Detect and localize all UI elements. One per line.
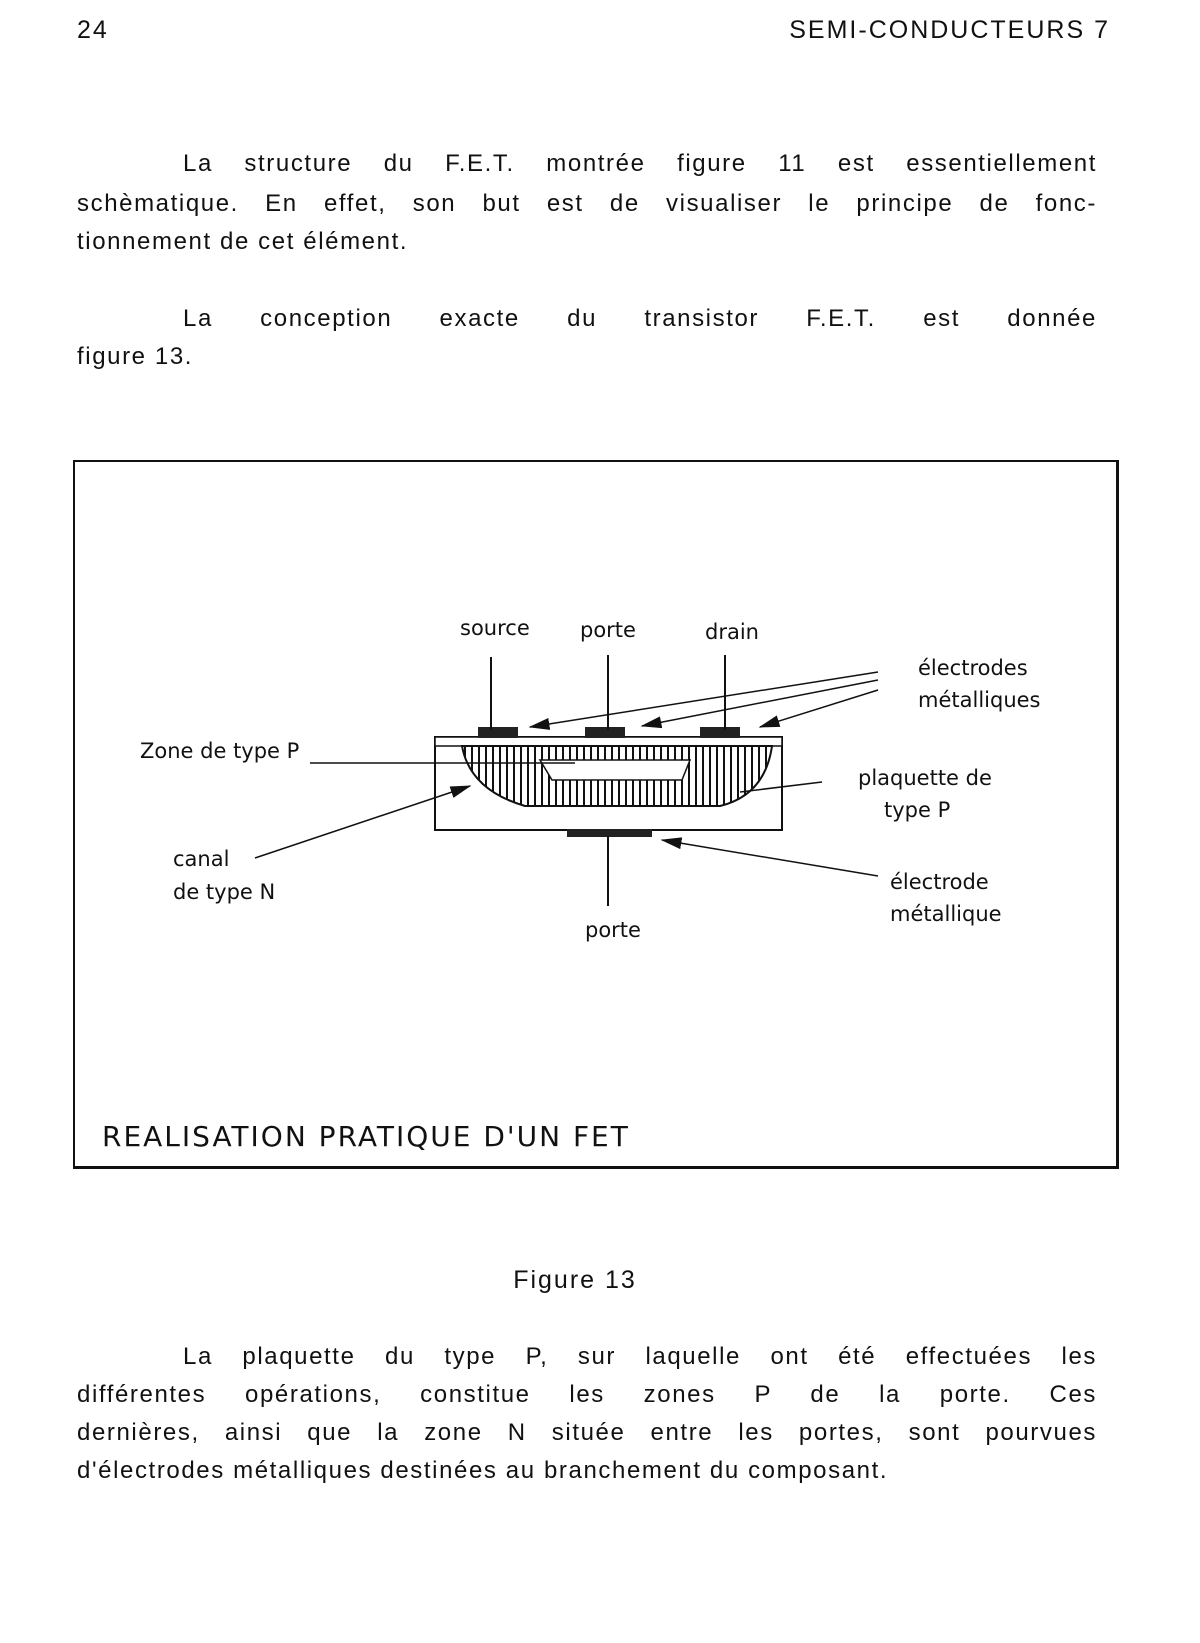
gate-electrode	[585, 727, 625, 738]
label-source: source	[460, 616, 530, 640]
label-channel-2: de type N	[173, 880, 275, 904]
source-electrode	[478, 727, 518, 738]
label-electrode-2: métallique	[890, 902, 1002, 926]
label-electrodes-1: électrodes	[918, 656, 1028, 680]
label-wafer-1: plaquette de	[858, 766, 992, 790]
label-drain: drain	[705, 620, 759, 644]
label-electrodes-2: métalliques	[918, 688, 1040, 712]
label-electrode-1: électrode	[890, 870, 989, 894]
page-number: 24	[77, 16, 109, 44]
drain-electrode	[700, 727, 740, 738]
oxide-layer	[434, 736, 783, 747]
paragraph-line: La conception exacte du transistor F.E.T…	[183, 305, 1097, 332]
paragraph-line: figure 13.	[77, 343, 194, 370]
label-channel-1: canal	[173, 847, 229, 871]
running-title: SEMI-CONDUCTEURS 7	[789, 16, 1110, 44]
figure-title: Figure 13	[513, 1266, 637, 1294]
n-channel	[538, 759, 692, 781]
label-gate-top: porte	[580, 618, 636, 642]
label-gate-bottom: porte	[585, 918, 641, 942]
paragraph-line: d'électrodes métalliques destinées au br…	[77, 1457, 889, 1484]
bottom-gate-electrode	[567, 829, 652, 837]
figure-caption: REALISATION PRATIQUE D'UN FET	[102, 1120, 630, 1153]
label-zone-p: Zone de type P	[140, 739, 299, 763]
paragraph-line: différentes opérations, constitue les zo…	[77, 1381, 1097, 1408]
paragraph-line: dernières, ainsi que la zone N située en…	[77, 1419, 1097, 1446]
paragraph-line: La structure du F.E.T. montrée figure 11…	[183, 150, 1097, 177]
paragraph-line: La plaquette du type P, sur laquelle ont…	[183, 1343, 1097, 1370]
paragraph-line: tionnement de cet élément.	[77, 228, 409, 255]
figure-frame	[73, 460, 1119, 1169]
paragraph-line: schèmatique. En effet, son but est de vi…	[77, 190, 1097, 217]
label-wafer-2: type P	[884, 798, 950, 822]
